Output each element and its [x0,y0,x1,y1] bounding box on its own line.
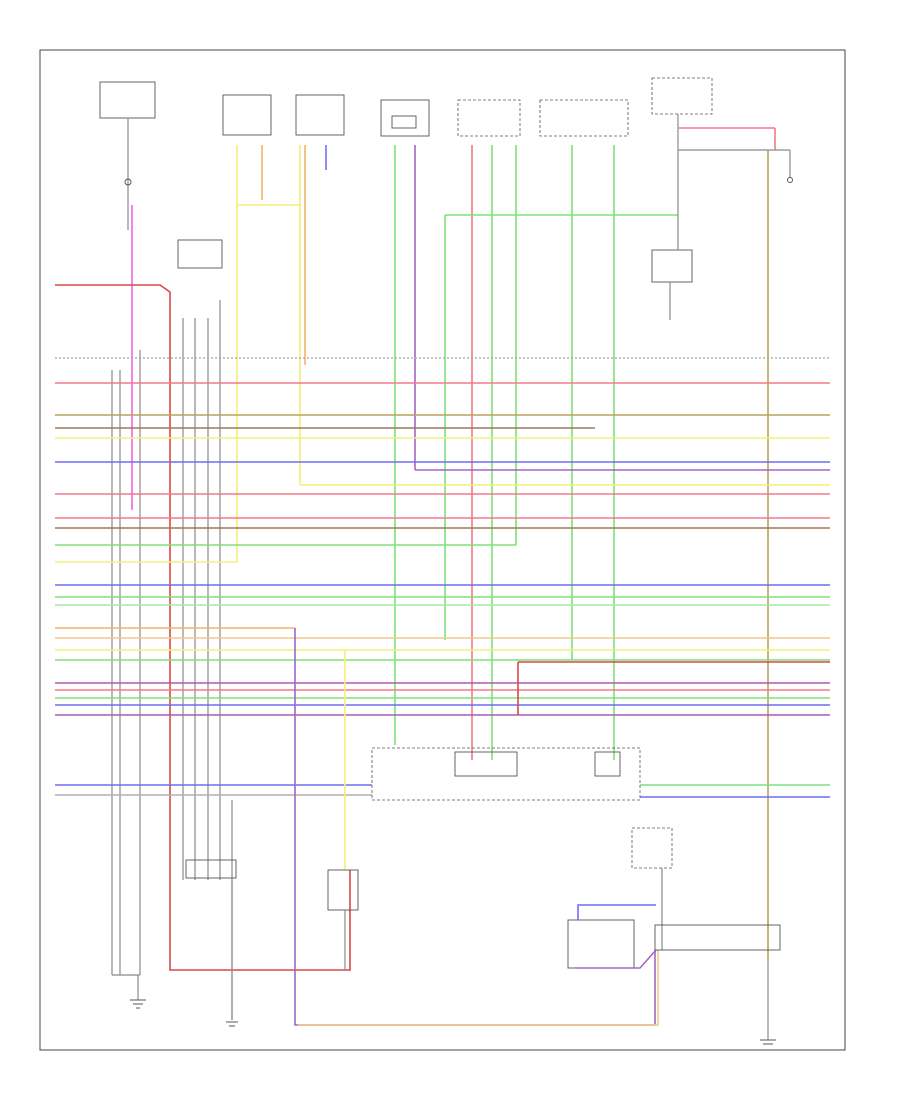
relay-right [651,249,693,320]
relay-box-3 [539,99,629,137]
module-1 [222,94,272,136]
ground-right [760,960,776,1045]
fuse-block-left [99,81,156,145]
wire-tan-loop [298,950,659,1026]
main-control-unit [371,747,641,801]
wire-darkred-loop [55,284,351,971]
ground-mid [226,1021,238,1027]
relay-box-2 [457,99,521,137]
ground-left [112,974,146,1009]
switch-upper-right [677,149,793,250]
module-2 [295,94,345,136]
sensor-lower-right [567,827,781,969]
wire-purple-drop [294,628,656,1026]
switch-lower-mid [327,869,359,970]
switch-upper-left [124,145,223,269]
connector-lower-left [185,859,237,1020]
relay-box-1 [380,99,430,137]
fuse-block-right [651,77,713,160]
diagram-frame [39,49,846,1051]
